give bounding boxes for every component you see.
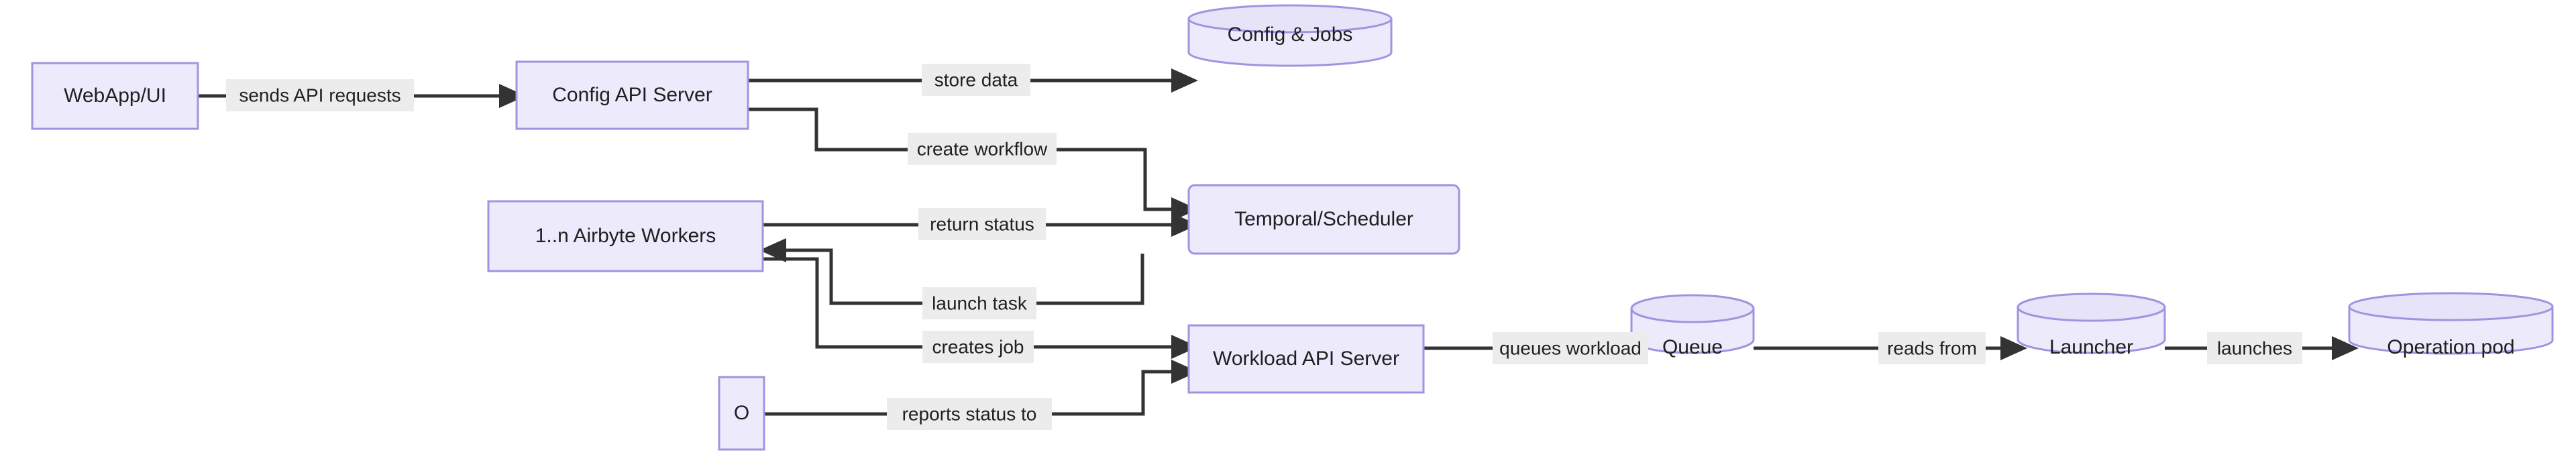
edge-label-background	[1878, 332, 1986, 364]
node-o[interactable]: O	[718, 376, 765, 451]
edge-label-background	[918, 208, 1046, 240]
edge-label-create-workflow: create workflow	[908, 133, 1057, 165]
node-label: Config & Jobs	[1228, 23, 1353, 46]
edge-label-background	[922, 64, 1030, 96]
arrow-head-icon	[1171, 197, 1198, 221]
node-temporal-scheduler[interactable]: Temporal/Scheduler	[1187, 184, 1460, 255]
edge-label-text: sends API requests	[239, 85, 400, 105]
node-label: Operation pod	[2387, 336, 2514, 358]
edge-label-text: reads from	[1887, 337, 1977, 358]
edge-label-text: return status	[930, 213, 1034, 234]
node-label: Workload API Server	[1213, 348, 1399, 370]
node-label: Queue	[1662, 336, 1723, 358]
node-label: 1..n Airbyte Workers	[535, 225, 716, 247]
node-shape-cylinder-top	[2017, 293, 2166, 322]
node-queue[interactable]: Queue	[1630, 294, 1755, 358]
edge-label-text: create workflow	[917, 138, 1048, 159]
node-shape-rect	[487, 200, 764, 272]
node-shape-cylinder-top	[1187, 4, 1393, 34]
node-shape-rect	[515, 60, 749, 130]
node-shape-rect	[718, 376, 765, 451]
edge-label-text: launch task	[932, 293, 1028, 313]
edge-label-text: queues workload	[1499, 337, 1642, 358]
node-airbyte-workers[interactable]: 1..n Airbyte Workers	[487, 200, 764, 272]
edge-label-layer: sends API requests store data create wor…	[226, 64, 2302, 430]
edge-label-return-status: return status	[918, 208, 1046, 240]
edge-label-background	[1493, 332, 1648, 364]
node-shape-rect	[1187, 324, 1425, 394]
edge-label-reads-from: reads from	[1878, 332, 1986, 364]
edge-label-background	[908, 133, 1057, 165]
node-config-api-server[interactable]: Config API Server	[515, 60, 749, 130]
edge-label-store-data: store data	[922, 64, 1030, 96]
node-webapp-ui[interactable]: WebApp/UI	[31, 62, 199, 130]
node-label: O	[734, 402, 749, 424]
node-label: Launcher	[2049, 336, 2133, 358]
node-layer: WebApp/UI Config API Server Config & Job…	[31, 4, 2554, 451]
edge-label-text: launches	[2217, 337, 2292, 358]
edge-label-background	[887, 398, 1052, 430]
arrow-head-icon	[1171, 360, 1198, 384]
node-operation-pod[interactable]: Operation pod	[2348, 292, 2554, 358]
arrow-head-icon	[2332, 336, 2359, 360]
edge-label-background	[922, 287, 1036, 319]
edge-label-launch-task: launch task	[922, 287, 1036, 319]
edge-label-launches: launches	[2207, 332, 2302, 364]
arrow-head-icon	[2000, 336, 2027, 360]
arrow-head-icon	[1171, 213, 1198, 237]
node-label: WebApp/UI	[64, 85, 166, 107]
edge-label-background	[922, 331, 1034, 363]
edge-label-text: store data	[934, 69, 1018, 90]
edge-label-background	[226, 79, 414, 111]
node-launcher[interactable]: Launcher	[2017, 293, 2166, 358]
node-shape-rounded-rect	[1187, 184, 1460, 255]
node-shape-cylinder-top	[1630, 294, 1755, 323]
node-config-and-jobs[interactable]: Config & Jobs	[1187, 4, 1393, 67]
edge-launch-task[interactable]	[759, 238, 1144, 305]
edge-label-text: creates job	[932, 336, 1024, 357]
arrow-head-icon	[1171, 68, 1198, 93]
edge-label-creates-job: creates job	[922, 331, 1034, 363]
node-workload-api-server[interactable]: Workload API Server	[1187, 324, 1425, 394]
node-shape-cylinder-top	[2348, 292, 2554, 321]
edge-label-background	[2207, 332, 2302, 364]
edge-create-workflow[interactable]	[748, 107, 1198, 221]
edge-label-sends-api-requests: sends API requests	[226, 79, 414, 111]
node-shape-rect	[31, 62, 199, 130]
edge-label-text: reports status to	[902, 403, 1037, 424]
edge-path	[786, 248, 1144, 305]
edge-label-queues-workload: queues workload	[1493, 332, 1648, 364]
node-label: Temporal/Scheduler	[1234, 208, 1413, 230]
arrow-head-icon	[1171, 335, 1198, 359]
arrow-head-icon	[759, 238, 786, 262]
node-label: Config API Server	[552, 84, 712, 106]
arrow-head-icon	[499, 84, 526, 108]
edge-label-reports-status-to: reports status to	[887, 398, 1052, 430]
